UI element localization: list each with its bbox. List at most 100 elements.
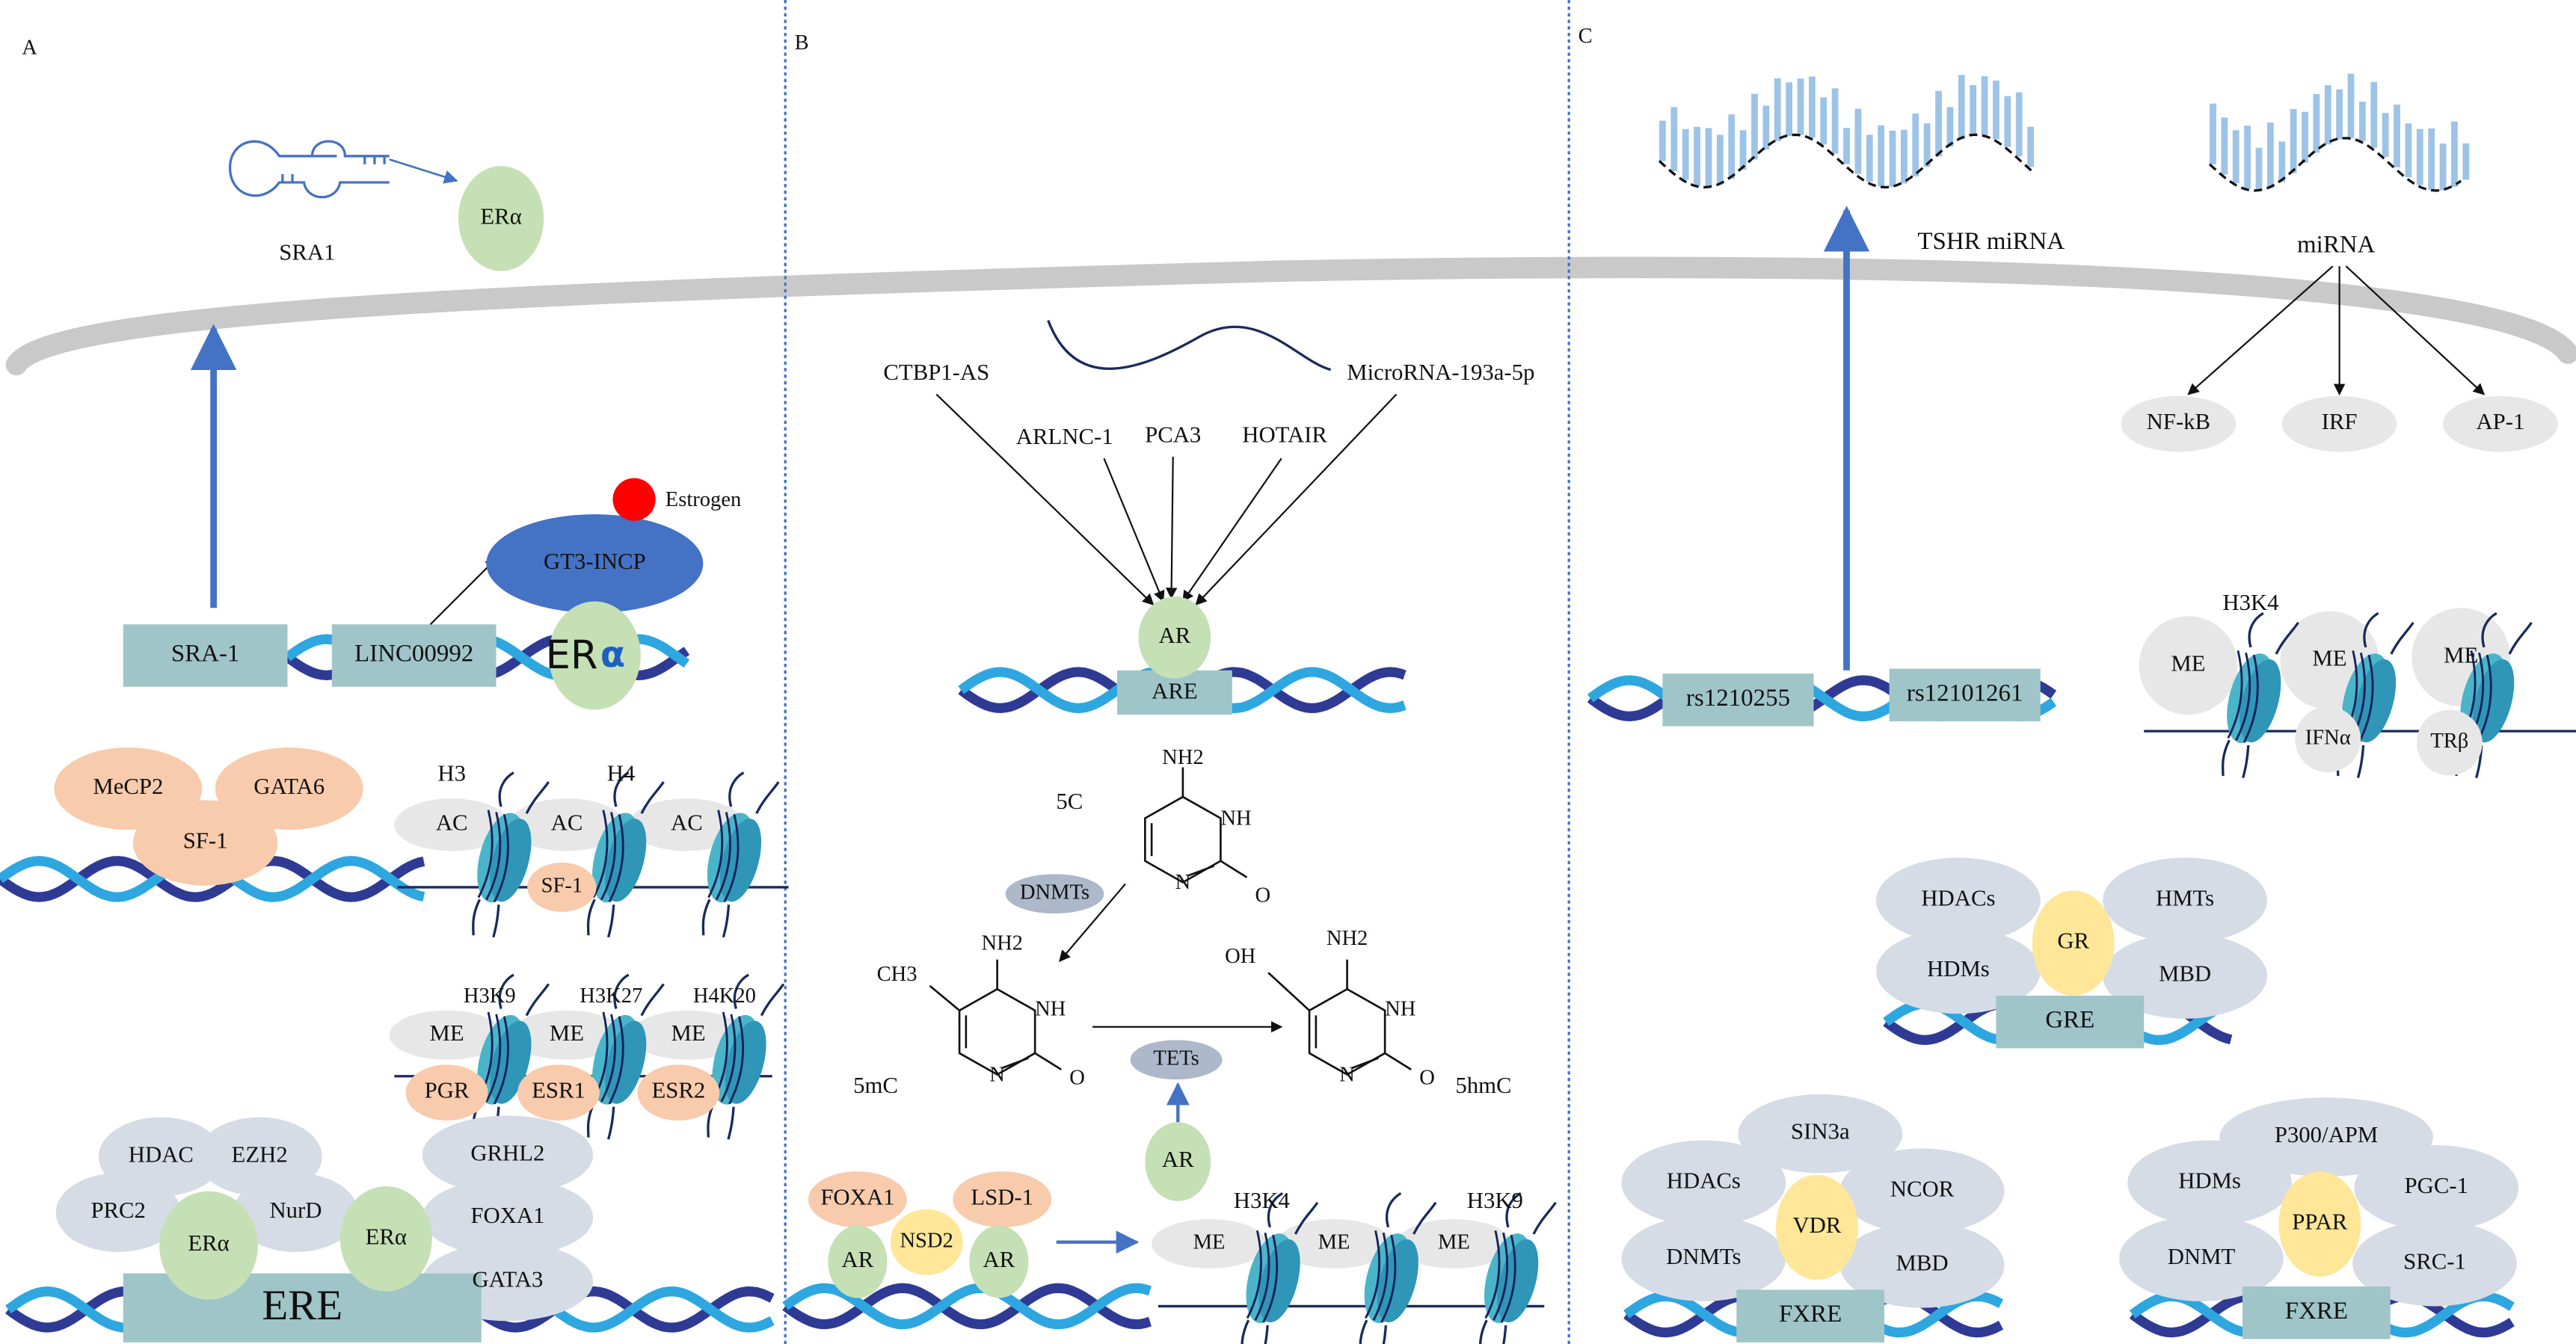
- ar-tets: [1145, 1122, 1211, 1201]
- rs1210255-box: [1662, 673, 1814, 727]
- foxa1: [422, 1177, 594, 1257]
- sra-1-box: [123, 624, 288, 687]
- esr1: [517, 1064, 600, 1121]
- tets: [1130, 1040, 1223, 1080]
- fxre-box-ppar: [2242, 1286, 2391, 1340]
- src-1: [2352, 1221, 2517, 1307]
- dna-wrap: [477, 810, 494, 898]
- wave-line: [2208, 137, 2462, 192]
- me-label: ME: [550, 1020, 584, 1046]
- pgr: [405, 1064, 488, 1121]
- histone-tail: [2221, 611, 2299, 779]
- ac-mark: [509, 798, 624, 851]
- era-cytoplasm-label: ERα: [480, 203, 521, 229]
- me-label: ME: [1193, 1230, 1226, 1254]
- ere-label: ERE: [262, 1282, 342, 1329]
- wave-bar: [1946, 107, 1954, 147]
- panel-label-c: C: [1579, 25, 1593, 48]
- lsd-1-label: LSD-1: [971, 1185, 1033, 1210]
- nf-kb-label: NF-kB: [2147, 409, 2210, 434]
- dna-wrap: [1484, 1230, 1501, 1319]
- dna-wrap: [1380, 1234, 1397, 1323]
- me-mark: [2139, 616, 2238, 715]
- wave-bar: [2439, 144, 2447, 191]
- ap-1-label: AP-1: [2476, 409, 2524, 434]
- 5c-label: 5C: [1056, 789, 1083, 814]
- nf-kb: [2121, 395, 2237, 452]
- double-bond: [1351, 1057, 1379, 1069]
- wave-bar: [2324, 84, 2331, 145]
- wave-bar: [2210, 103, 2216, 164]
- src-1-label: SRC-1: [2403, 1248, 2466, 1274]
- wave-bar: [2278, 141, 2286, 182]
- 5hmc-label: 5hmC: [1455, 1073, 1511, 1098]
- gt3-incp: [486, 514, 704, 613]
- wave-bar: [1878, 125, 1885, 187]
- 5c-ring: [1144, 795, 1222, 884]
- lncrna-wave-icon: [1047, 320, 1332, 372]
- gt3-incp-label: GT3-INCP: [544, 549, 646, 574]
- nucleosome: [586, 973, 665, 1140]
- pca3-arrow: [1165, 457, 1178, 599]
- mirna-label: miRNA: [2297, 231, 2376, 258]
- ap-1: [2443, 395, 2558, 452]
- wave-bar: [2302, 111, 2308, 163]
- sin3a-label: SIN3a: [1791, 1119, 1850, 1144]
- 5mc-nh2-label: NH2: [981, 931, 1023, 955]
- h3k9-label: H3K9: [464, 984, 516, 1008]
- wave-bar: [1716, 135, 1724, 185]
- 5mc-n-label: N: [989, 1063, 1005, 1086]
- me-label: ME: [2312, 646, 2346, 671]
- 5hmc-nh2-label: NH2: [1327, 927, 1368, 950]
- histone-tail: [586, 973, 665, 1140]
- hotair-label: HOTAIR: [1242, 422, 1327, 448]
- wave-bar: [2405, 123, 2412, 178]
- histone-tail: [707, 973, 785, 1140]
- wave-bar: [2394, 104, 2400, 167]
- me-label: ME: [430, 1020, 464, 1046]
- ar-right-label: AR: [983, 1247, 1015, 1272]
- dna-helix-b2: [782, 1283, 1152, 1330]
- gre-label: GRE: [2045, 1007, 2094, 1034]
- hdms-gr-label: HDMs: [1927, 956, 1990, 981]
- grhl2-label: GRHL2: [470, 1140, 544, 1165]
- hdms-ppar-label: HDMs: [2178, 1168, 2241, 1194]
- dna-wrap: [485, 812, 502, 901]
- tshr-mirna-label: TSHR miRNA: [1917, 228, 2065, 255]
- wave-bar: [1728, 114, 1736, 179]
- dna-wrap: [1254, 1232, 1270, 1321]
- vdr-label: VDR: [1792, 1212, 1841, 1238]
- 5mc-o-label: O: [1069, 1067, 1085, 1090]
- dna-wrap: [600, 812, 617, 901]
- mirna-to-ap1-arrow: [2345, 265, 2486, 395]
- me-mark: [630, 1010, 746, 1060]
- me-mark: [1276, 1218, 1392, 1269]
- double-bond: [1187, 865, 1215, 877]
- me-mark: [509, 1010, 624, 1060]
- prc2: [55, 1173, 181, 1252]
- nsd2: [890, 1209, 963, 1275]
- 5mc-nh-label: NH: [1035, 997, 1066, 1020]
- ar-left-label: AR: [842, 1247, 874, 1272]
- wave-bar: [1993, 80, 1999, 140]
- wave-bar: [1901, 129, 1908, 184]
- era-cytoplasm: [458, 166, 544, 271]
- ezh2-label: EZH2: [232, 1141, 288, 1167]
- dnmt-methylation-arrow: [1059, 883, 1126, 963]
- mbd-vdr-label: MBD: [1896, 1251, 1949, 1276]
- dna-wrap: [1372, 1232, 1389, 1321]
- hdms-gr: [1876, 928, 2041, 1014]
- trb: [2416, 709, 2483, 776]
- era-1: [159, 1191, 258, 1300]
- 5c-n-label: N: [1175, 871, 1191, 894]
- grhl2: [422, 1115, 594, 1195]
- sin3a: [1738, 1094, 1903, 1174]
- era-1-label: ERα: [188, 1230, 229, 1256]
- ifna: [2295, 706, 2361, 773]
- dna-wrap: [715, 812, 731, 901]
- carbonyl-bond: [1220, 860, 1248, 878]
- fxre-vdr-label: FXRE: [1779, 1301, 1842, 1328]
- wave-bar: [2027, 126, 2034, 167]
- mecp2-label: MeCP2: [93, 774, 163, 799]
- histone-tail: [1241, 1192, 1319, 1344]
